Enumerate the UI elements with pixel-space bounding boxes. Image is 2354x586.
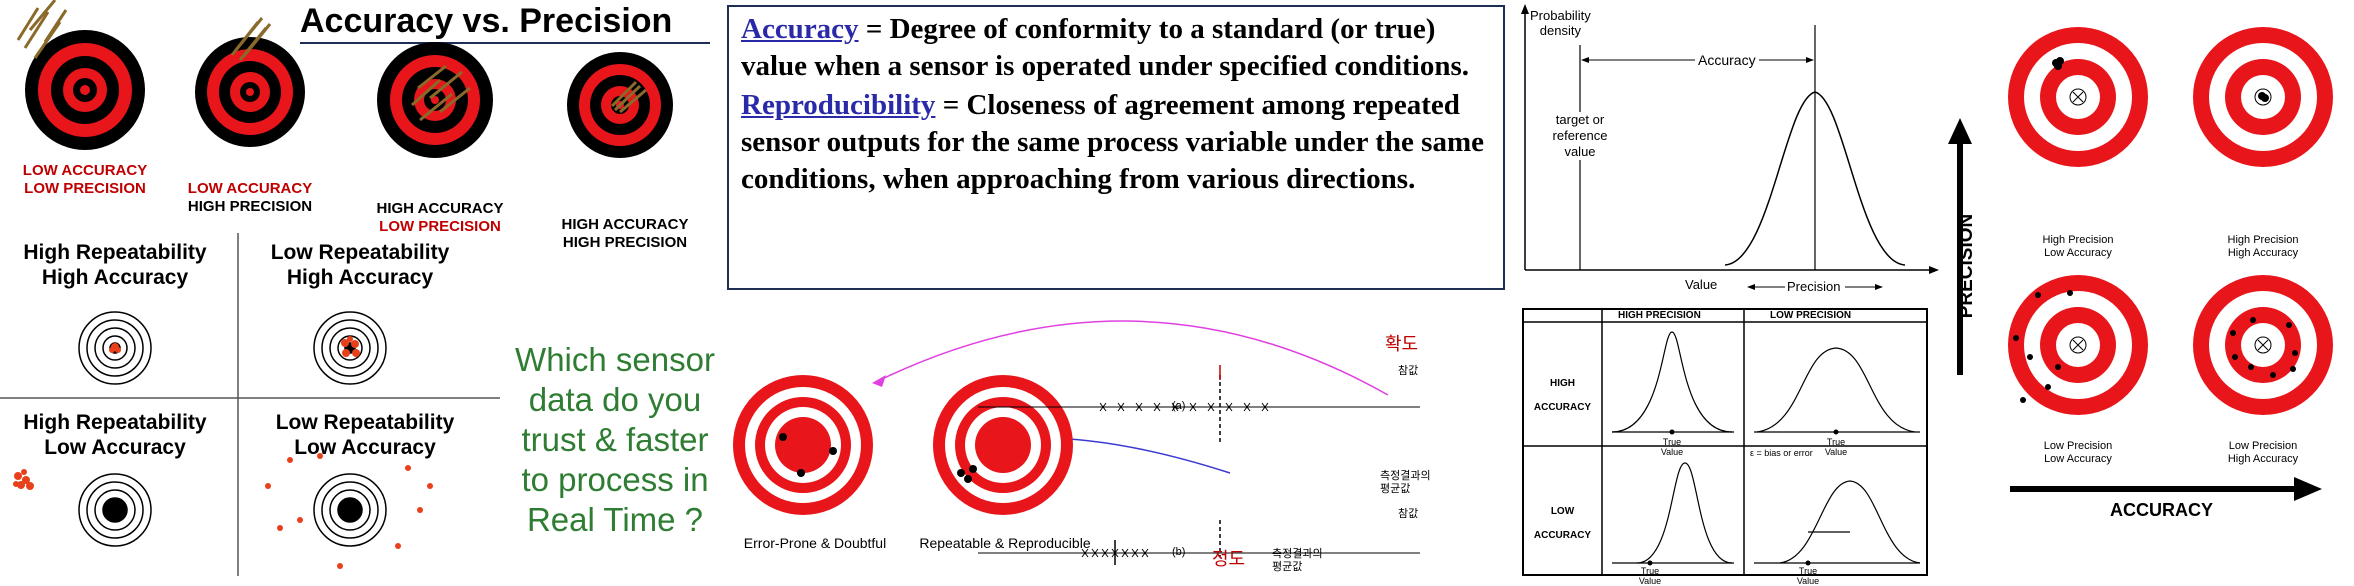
true-value-kr-b: 참값 — [1398, 508, 1419, 520]
accuracy-label: Accuracy — [1695, 52, 1759, 68]
dartboard-label-2-line1: LOW ACCURACY — [187, 180, 313, 197]
precision-table — [1522, 308, 1928, 576]
repeatability-grid — [0, 233, 500, 576]
accuracy-text: = Degree of conformity to a standard (or… — [741, 13, 1470, 82]
table-col2: LOW PRECISION — [1770, 310, 1852, 321]
definitions-box: Accuracy = Degree of conformity to a sta… — [727, 5, 1505, 290]
question-text: Which sensor data do you trust & faster … — [515, 341, 715, 538]
precision-kr-label: 정도 — [1212, 549, 1246, 569]
magenta-arrow — [879, 320, 1389, 396]
grid-target-tr — [313, 311, 387, 385]
dartboard-low-acc-low-prec — [25, 30, 145, 150]
dartboard-label-3-line2: LOW PRECISION — [379, 218, 501, 235]
dartboard-low-acc-high-prec — [195, 37, 305, 147]
accuracy-axis-label: ACCURACY — [2110, 500, 2213, 520]
precision-axis-label: PRECISION — [1956, 213, 1977, 319]
grid-shots-bl — [13, 469, 34, 490]
grid-label-bl: High Repeatability Low Accuracy — [0, 410, 230, 460]
table-col1: HIGH PRECISION — [1618, 310, 1701, 321]
table-row1: HIGH ACCURACY — [1533, 378, 1592, 413]
accuracy-kr-label: 확도 — [1385, 334, 1419, 354]
matrix-target-br — [2193, 275, 2333, 415]
grid-label-tr-line1: Low Repeatability — [270, 241, 450, 264]
grid-target-bl — [78, 473, 152, 547]
mean-kr-b: 측정결과의 평균값 — [1272, 548, 1323, 573]
dartboard-high-acc-low-prec — [377, 42, 493, 158]
grid-label-tl-line1: High Repeatability — [23, 241, 207, 264]
target-label: target or reference value — [1545, 112, 1615, 160]
dartboard-label-1: LOW ACCURACY LOW PRECISION — [0, 162, 170, 198]
error-prone-target — [733, 375, 873, 515]
matrix-label-br: Low Precision High Accuracy — [2227, 440, 2299, 465]
grid-label-tr-line2: High Accuracy — [286, 266, 434, 289]
x-axis-label: Value — [1685, 277, 1718, 292]
matrix-target-bl — [2008, 275, 2148, 415]
title-text: Accuracy vs. Precision — [300, 2, 673, 40]
dartboard-label-4: HIGH ACCURACY HIGH PRECISION — [540, 216, 710, 252]
darts-group-4 — [610, 80, 647, 114]
number-line-a-marks — [1099, 402, 1269, 412]
reproducibility-term: Reproducibility — [741, 89, 936, 121]
matrix-label-tr: High Precision High Accuracy — [2227, 234, 2299, 259]
true-value-1: True Value — [1660, 437, 1684, 457]
dartboard-label-2-line2: HIGH PRECISION — [187, 198, 313, 215]
grid-label-bl-line1: High Repeatability — [23, 411, 207, 434]
mean-kr-a: 측정결과의 평균값 — [1380, 470, 1431, 495]
true-value-kr-a: 참값 — [1398, 365, 1419, 377]
dartboard-label-3-line1: HIGH ACCURACY — [376, 200, 504, 217]
y-axis-label: Probability density — [1530, 8, 1591, 38]
dartboard-row — [16, 0, 673, 158]
repeatable-target — [933, 375, 1073, 515]
gaussian-curve — [1724, 91, 1906, 266]
dartboard-label-3: HIGH ACCURACY LOW PRECISION — [355, 200, 525, 236]
dartboard-label-1-line2: LOW PRECISION — [24, 180, 146, 197]
true-value-2: True Value — [1824, 437, 1848, 457]
error-prone-caption: Error-Prone & Doubtful — [743, 535, 887, 551]
grid-target-tl — [78, 311, 152, 385]
reproducibility-definition: Reproducibility = Closeness of agreement… — [729, 85, 1503, 198]
grid-label-tl-line2: High Accuracy — [41, 266, 189, 289]
true-value-4: True Value — [1796, 566, 1820, 586]
bias-note: ε = bias or error — [1750, 448, 1813, 458]
darts-group-1 — [16, 0, 68, 59]
center-targets — [733, 320, 1420, 565]
dartboard-label-1-line1: LOW ACCURACY — [22, 162, 148, 179]
dartboard-label-4-line1: HIGH ACCURACY — [561, 216, 689, 233]
accuracy-definition: Accuracy = Degree of conformity to a sta… — [729, 7, 1503, 85]
precision-label: Precision — [1787, 279, 1841, 294]
repeatable-caption: Repeatable & Reproducible — [919, 535, 1091, 551]
matrix-label-bl: Low Precision Low Accuracy — [2043, 440, 2113, 465]
table-row2: LOW ACCURACY — [1533, 506, 1592, 541]
grid-label-tr: Low Repeatability High Accuracy — [240, 240, 480, 290]
grid-label-br-line1: Low Repeatability — [275, 411, 455, 434]
line-b-label: (b) — [1172, 546, 1186, 558]
true-value-3: True Value — [1638, 566, 1662, 586]
grid-label-bl-line2: Low Accuracy — [44, 436, 186, 459]
darts-group-2 — [230, 17, 272, 61]
matrix-target-tl — [2008, 27, 2148, 167]
accuracy-term: Accuracy — [741, 13, 859, 45]
page-title: Accuracy vs. Precision — [300, 0, 710, 44]
dartboard-label-2: LOW ACCURACY HIGH PRECISION — [165, 180, 335, 216]
grid-target-br — [313, 473, 387, 547]
grid-label-tl: High Repeatability High Accuracy — [0, 240, 230, 290]
matrix-target-tr — [2193, 27, 2333, 167]
line-a-label: (a) — [1172, 400, 1186, 412]
reproducibility-text: = Closeness of agreement among repeated … — [741, 89, 1484, 195]
dartboard-label-4-line2: HIGH PRECISION — [562, 234, 688, 251]
grid-label-br: Low Repeatability Low Accuracy — [245, 410, 485, 460]
grid-label-br-line2: Low Accuracy — [294, 436, 436, 459]
darts-group-3 — [411, 64, 471, 122]
matrix-label-tl: High Precision Low Accuracy — [2042, 234, 2114, 259]
grid-shots-br — [265, 453, 433, 569]
target-matrix — [1948, 27, 2333, 501]
